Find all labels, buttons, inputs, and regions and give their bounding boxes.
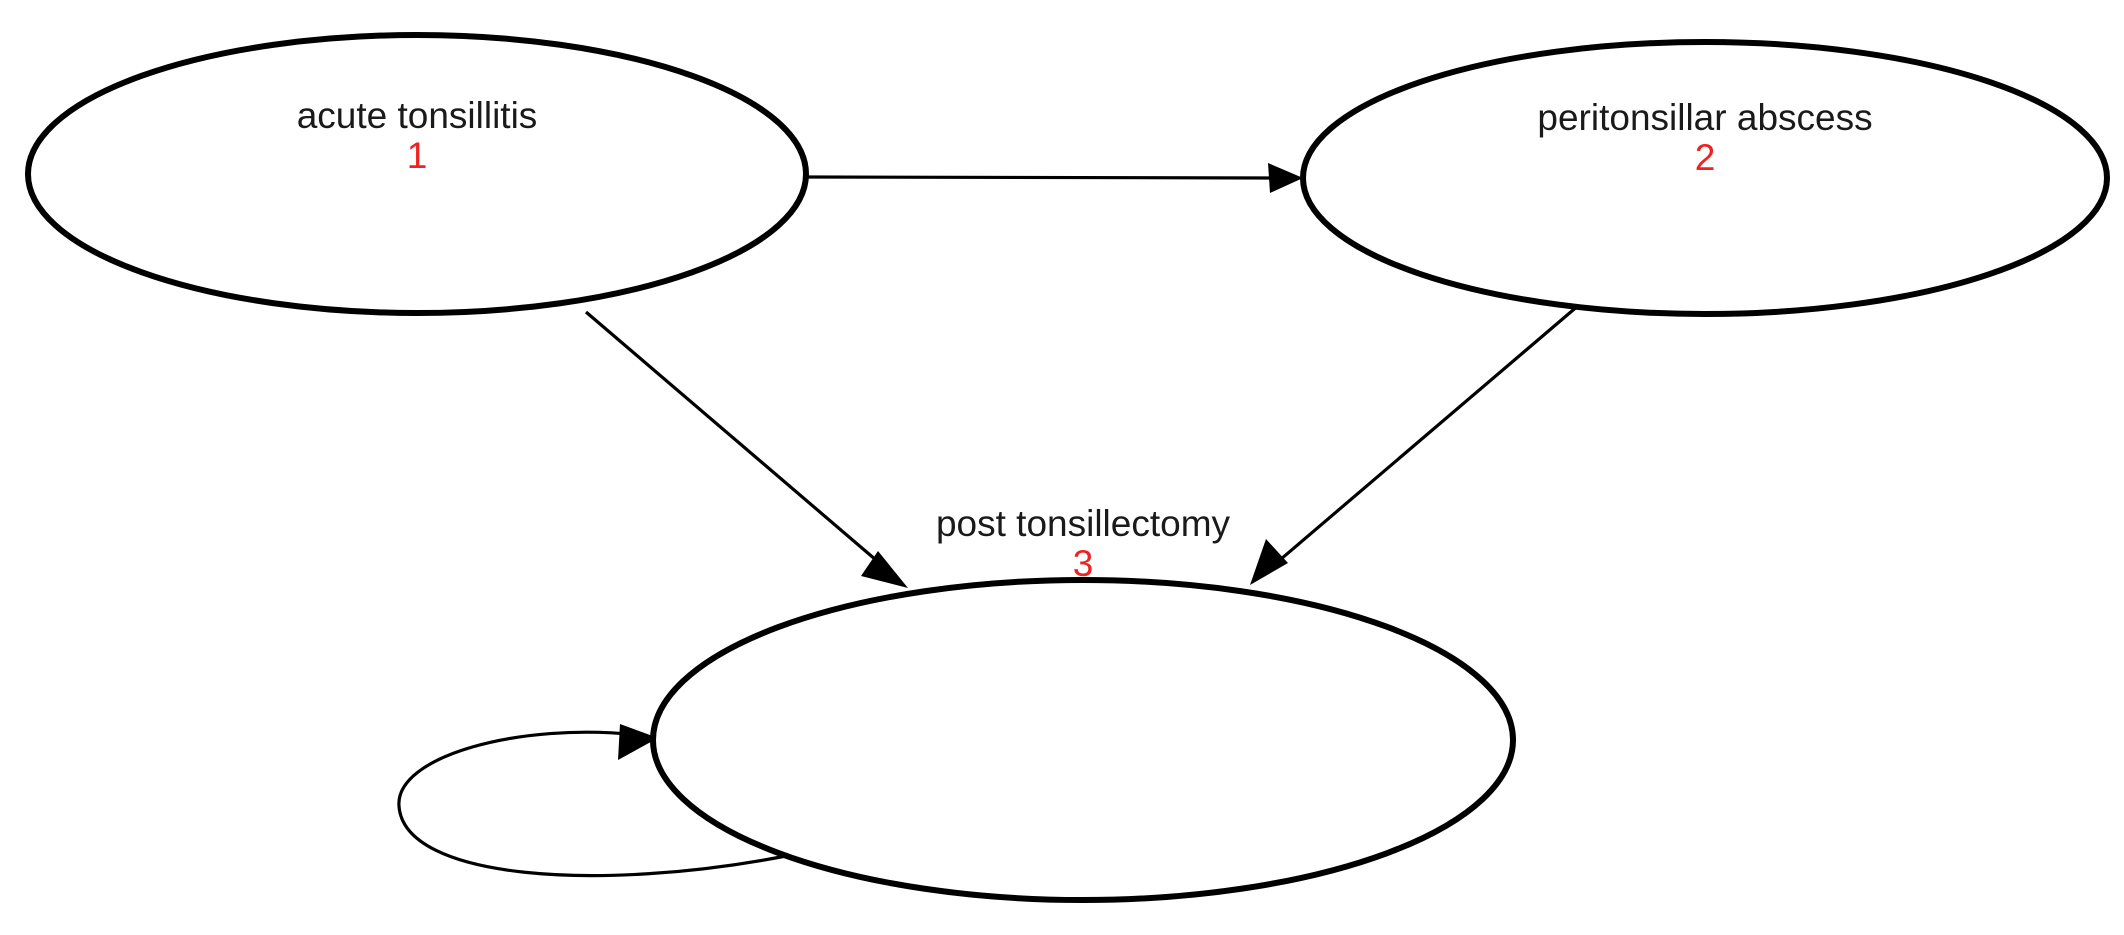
arrowhead-icon — [1250, 539, 1288, 585]
node-label: peritonsillar abscess — [1537, 97, 1872, 138]
node-index: 3 — [1073, 543, 1094, 584]
edge-acute-tonsillitis-to-post-tonsillectomy[interactable] — [584, 310, 908, 588]
node-index: 2 — [1695, 137, 1716, 178]
node-post-tonsillectomy[interactable]: post tonsillectomy 3 — [650, 503, 1516, 903]
node-acute-tonsillitis[interactable]: acute tonsillitis 1 — [25, 32, 809, 316]
node-label: post tonsillectomy — [936, 503, 1231, 544]
node-label: acute tonsillitis — [297, 95, 538, 136]
node-ellipse[interactable] — [650, 577, 1516, 903]
node-layer: acute tonsillitis 1 peritonsillar absces… — [25, 32, 2110, 903]
node-ellipse[interactable] — [25, 32, 809, 316]
arrowhead-icon — [1268, 163, 1303, 193]
edge-line — [806, 175, 1287, 180]
self-loop-line — [397, 730, 787, 878]
node-ellipse[interactable] — [1300, 39, 2110, 317]
node-index: 1 — [407, 135, 428, 176]
edge-line — [584, 310, 892, 574]
arrowhead-icon — [861, 551, 908, 588]
arrowhead-icon — [618, 724, 658, 760]
edge-line — [1265, 297, 1588, 573]
edge-acute-tonsillitis-to-peritonsillar-abscess[interactable] — [806, 163, 1303, 193]
edge-layer — [397, 163, 1588, 878]
node-peritonsillar-abscess[interactable]: peritonsillar abscess 2 — [1300, 39, 2110, 317]
edge-post-tonsillectomy-self-loop[interactable] — [397, 724, 787, 878]
edge-peritonsillar-abscess-to-post-tonsillectomy[interactable] — [1250, 297, 1588, 585]
